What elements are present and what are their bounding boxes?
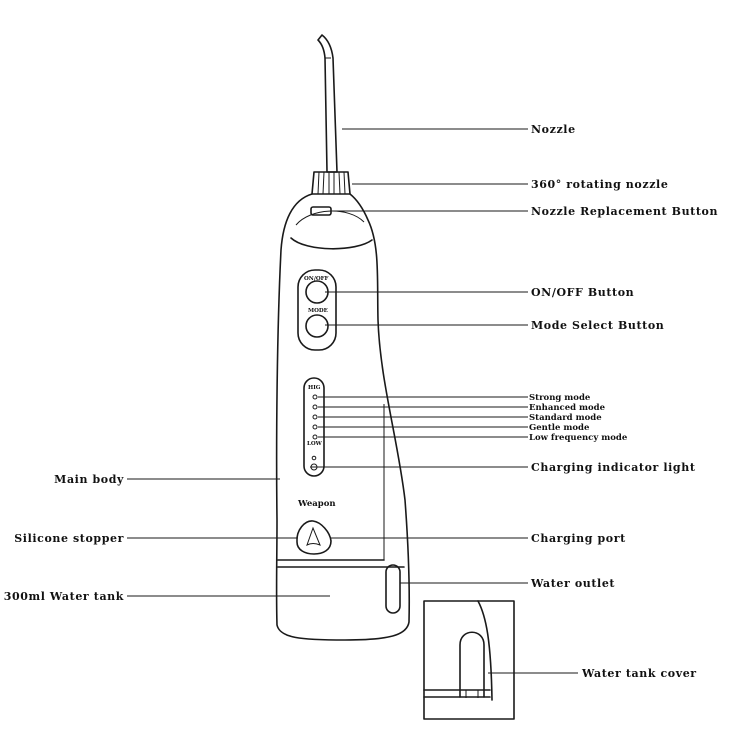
standard-mode-indicator — [312, 414, 318, 420]
enhanced-mode-indicator — [312, 404, 318, 410]
mode-select-button-callout: Mode Select Button — [531, 319, 664, 332]
water-tank-cover-label: Water tank cover — [581, 667, 697, 680]
on-off-button[interactable] — [305, 280, 329, 304]
rotating-nozzle-label: 360° rotating nozzle — [531, 178, 668, 191]
main-body-label: Main body — [54, 473, 124, 486]
brand-label: Weapon — [297, 499, 336, 509]
water-outlet — [385, 564, 401, 614]
water-tank-cover — [459, 631, 485, 698]
charging-indicator-light-label: Charging indicator light — [531, 461, 696, 474]
button-panel: ON/OFF MODE — [297, 269, 337, 351]
strong-mode-label: Strong mode — [529, 393, 591, 403]
gentle-mode-indicator — [312, 424, 318, 430]
charging-port-label: Charging port — [531, 532, 626, 545]
nozzle-replacement-button[interactable] — [310, 206, 332, 216]
standard-mode-label: Standard mode — [529, 413, 602, 423]
charging-indicator-light — [310, 463, 322, 471]
rotating-nozzle-collar — [311, 171, 351, 195]
mode-select-button[interactable] — [305, 314, 329, 338]
on-off-button-callout: ON/OFF Button — [531, 286, 634, 299]
low-level-label: LOW — [307, 441, 323, 447]
on-off-button-label: ON/OFF — [304, 276, 329, 282]
nozzle — [317, 34, 338, 173]
water-tank-label: 300ml Water tank — [4, 590, 124, 603]
nozzle-label: Nozzle — [531, 123, 576, 136]
silicone-stopper[interactable] — [296, 520, 332, 555]
low-frequency-mode-label: Low frequency mode — [529, 433, 628, 443]
main-body-outline — [275, 193, 411, 641]
charging-port[interactable] — [306, 526, 321, 547]
strong-mode-indicator — [312, 394, 318, 400]
mode-button-label: MODE — [308, 308, 328, 314]
leader-lines — [127, 128, 578, 674]
low-frequency-mode-indicator — [312, 434, 318, 440]
nozzle-replacement-button-label: Nozzle Replacement Button — [531, 205, 718, 218]
enhanced-mode-label: Enhanced mode — [529, 403, 606, 413]
high-level-label: HIG — [308, 385, 321, 391]
silicone-stopper-label: Silicone stopper — [14, 532, 124, 545]
gentle-mode-label: Gentle mode — [529, 423, 590, 433]
water-outlet-label: Water outlet — [530, 577, 615, 590]
water-tank-cover-inset — [423, 600, 515, 720]
